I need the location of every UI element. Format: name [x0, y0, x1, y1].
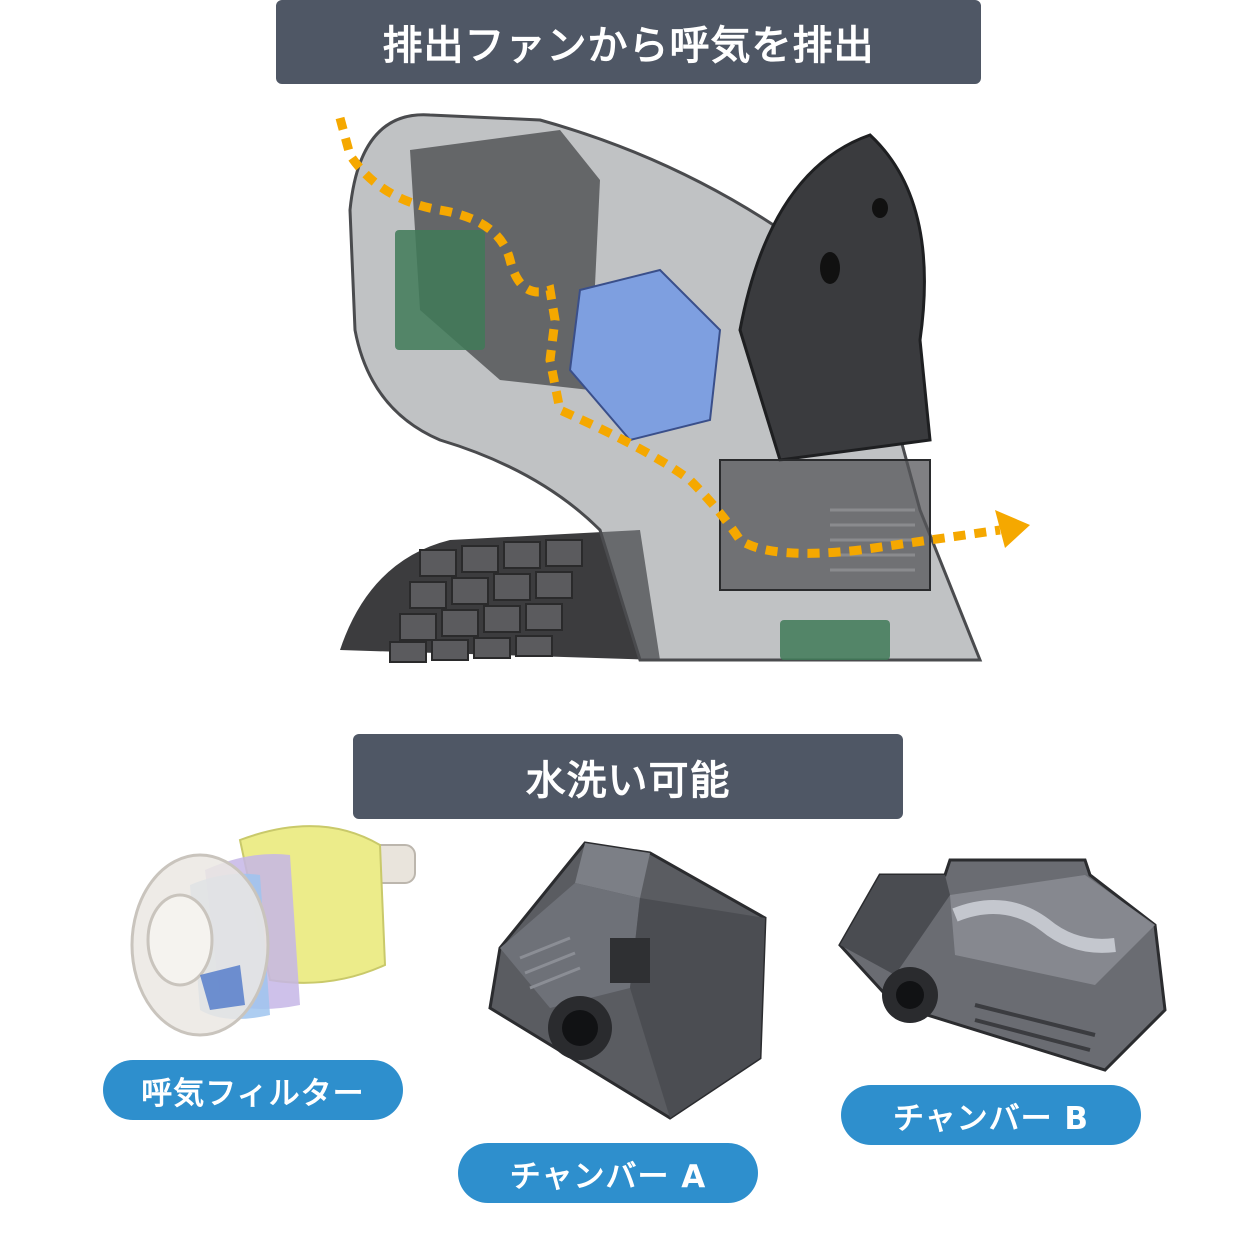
washable-title-banner: 水洗い可能: [353, 734, 903, 819]
exhalation-filter-label: 呼気フィルター: [103, 1060, 403, 1120]
chamber-b-label: チャンバー B: [841, 1085, 1141, 1145]
chamber-b-image: [838, 858, 1167, 1072]
exhalation-filter-label-text: 呼気フィルター: [141, 1075, 365, 1112]
blue-sensor-block: [568, 268, 722, 442]
washable-title: 水洗い可能: [525, 757, 731, 804]
chamber-a-image: [488, 841, 767, 1120]
exhaust-title-banner: 排出ファンから呼気を排出: [276, 0, 981, 84]
exhalation-filter-image: [130, 825, 416, 1037]
chamber-a-label-text: チャンバー A: [509, 1158, 707, 1195]
device-base-grid: [340, 530, 660, 663]
device-dome-head: [738, 133, 932, 462]
chamber-a-label: チャンバー A: [458, 1143, 758, 1203]
airflow-arrowhead-icon: [995, 510, 1030, 548]
device-cutaway-illustration: [335, 113, 1030, 663]
circuit-board: [395, 230, 485, 350]
exhaust-title: 排出ファンから呼気を排出: [382, 23, 875, 69]
chamber-b-label-text: チャンバー B: [892, 1100, 1090, 1137]
